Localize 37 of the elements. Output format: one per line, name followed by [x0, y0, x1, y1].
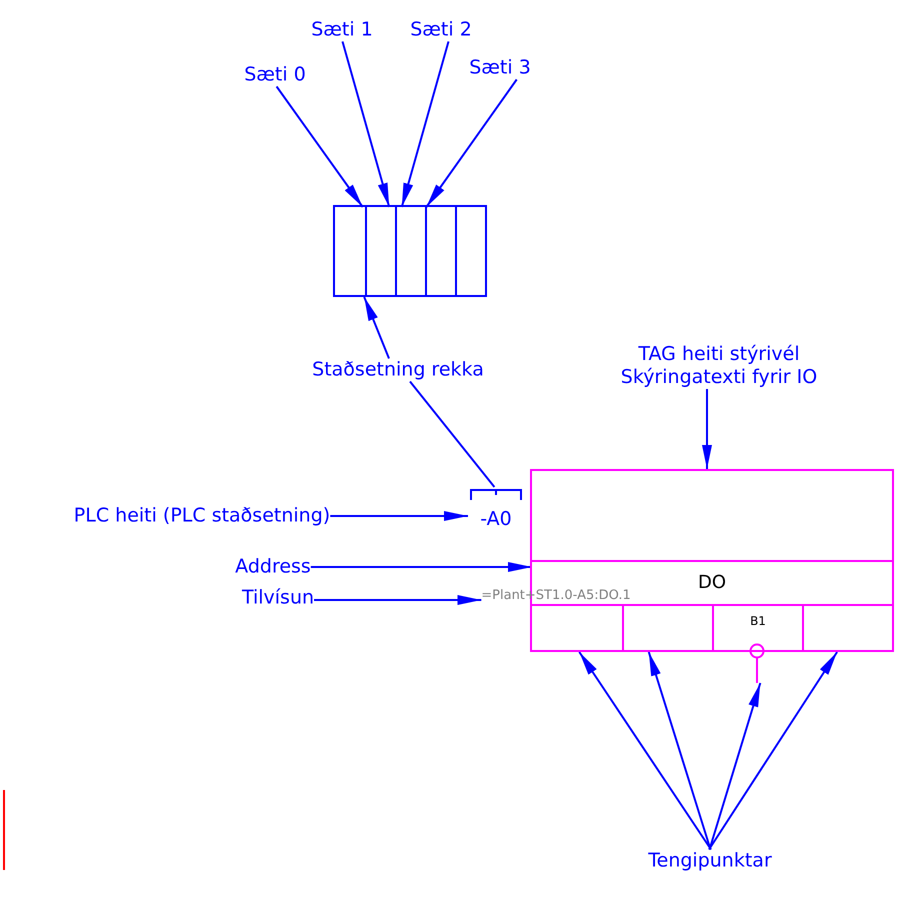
- arrow: [314, 595, 482, 605]
- callout-text: Sæti 3: [469, 56, 531, 80]
- arrow: [648, 652, 712, 850]
- callout-text: TAG heiti stýrivél: [637, 343, 801, 366]
- callout-text: Tilvísun: [242, 586, 314, 610]
- slot-cell: [395, 207, 425, 297]
- arrow: [310, 562, 532, 572]
- connection-point-icon: [749, 643, 765, 683]
- slot-cell: [425, 207, 455, 297]
- terminal-cell: [622, 606, 712, 652]
- arrow: [426, 78, 518, 208]
- slot-cell: [365, 207, 395, 297]
- arrow: [708, 682, 762, 850]
- terminal-cell: [712, 606, 802, 652]
- arrow: [363, 296, 390, 359]
- callout-text: Address: [235, 556, 311, 578]
- callout-text: Sæti 0: [244, 64, 306, 86]
- arrow: [276, 86, 364, 208]
- terminal-cell: [802, 606, 892, 652]
- arrow: [400, 41, 450, 208]
- callout-text: Tengipunktar: [648, 850, 772, 872]
- leader-line: [409, 380, 496, 488]
- callout-text: PLC heiti (PLC staðsetning): [74, 504, 330, 528]
- cell-label: DO: [698, 572, 726, 594]
- callout-text: Sæti 1: [311, 18, 373, 42]
- arrow: [708, 651, 838, 850]
- callout-text: Skýringatexti fyrir IO: [620, 366, 818, 389]
- arrow: [342, 41, 390, 208]
- slot-cell: [455, 207, 485, 297]
- arrow: [702, 389, 712, 469]
- arrow: [578, 651, 712, 850]
- arrow: [330, 511, 468, 521]
- cell-label: B1: [750, 614, 766, 628]
- callout-text: Sæti 2: [410, 18, 472, 42]
- tag-text: -A0: [480, 508, 512, 531]
- rack-box: [333, 205, 487, 297]
- callout-text: Staðsetning rekka: [312, 358, 484, 382]
